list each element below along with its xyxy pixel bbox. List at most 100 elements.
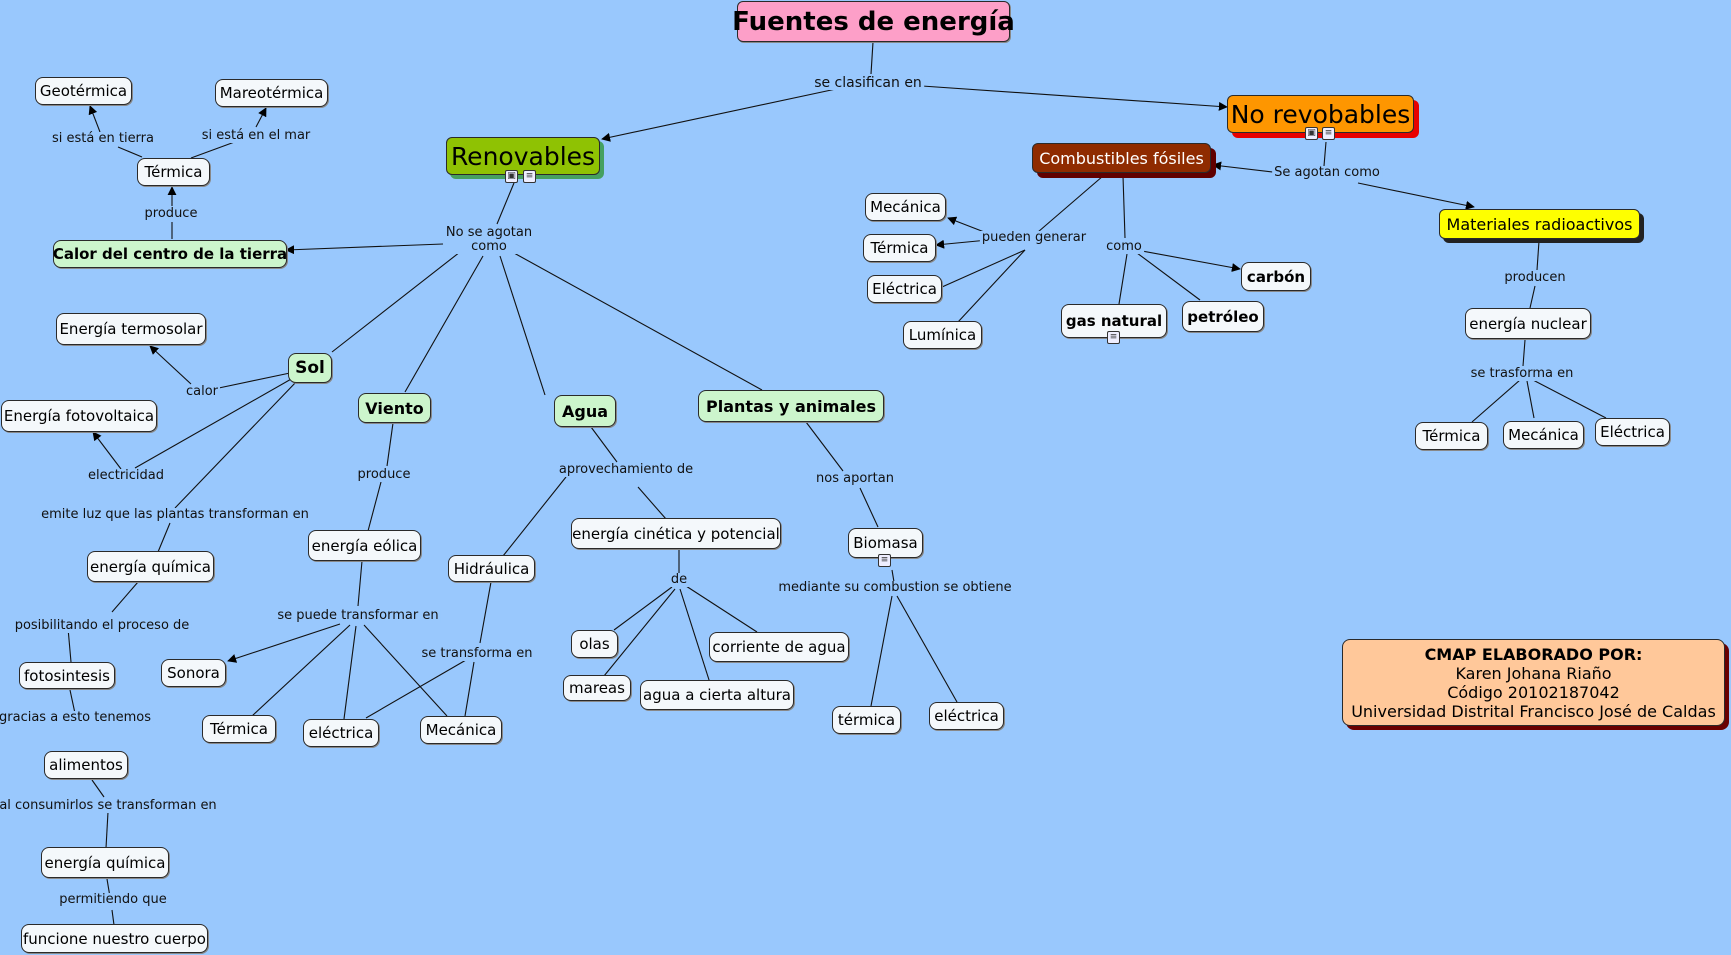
- concept-radioactivos-label: Materiales radioactivos: [1446, 214, 1633, 234]
- concept-mecanica-viento[interactable]: Mecánica: [420, 716, 502, 744]
- concept-termosolar-label: Energía termosolar: [59, 320, 203, 338]
- concept-mareas[interactable]: mareas: [563, 675, 631, 701]
- concept-root-label: Fuentes de energía: [732, 6, 1015, 37]
- concept-mecanica-fosil[interactable]: Mecánica: [865, 193, 946, 221]
- concept-mecanica-label: Mecánica: [870, 198, 941, 216]
- concept-electrica-label: Eléctrica: [872, 280, 937, 298]
- concept-mareotermica-label: Mareotérmica: [219, 84, 324, 102]
- concept-termica-nuclear[interactable]: Térmica: [1415, 422, 1488, 450]
- concept-fotovoltaica-label: Energía fotovoltaica: [3, 407, 155, 425]
- link-nos-aportan: nos aportan: [814, 471, 896, 486]
- concept-no-revobables[interactable]: No revobables: [1227, 95, 1414, 133]
- concept-geotermica[interactable]: Geotérmica: [35, 77, 132, 105]
- concept-petroleo-label: petróleo: [1187, 307, 1259, 326]
- concept-termica-label: Térmica: [210, 720, 268, 738]
- concept-electrica-biomasa[interactable]: eléctrica: [929, 702, 1004, 730]
- concept-combustibles-label: Combustibles fósiles: [1039, 148, 1204, 168]
- concept-electrica-fosil[interactable]: Eléctrica: [867, 275, 942, 303]
- concept-alimentos[interactable]: alimentos: [44, 751, 128, 779]
- concept-funcione-label: funcione nuestro cuerpo: [23, 929, 206, 948]
- concept-energia-cinetica[interactable]: energía cinética y potencial: [571, 518, 781, 549]
- link-se-transforma: se transforma en: [419, 646, 535, 661]
- concept-sonora-label: Sonora: [167, 664, 220, 682]
- concept-termica-tierra[interactable]: Térmica: [137, 158, 210, 186]
- concept-termica-label: térmica: [837, 711, 896, 729]
- document-resource-icon[interactable]: ≡: [1322, 127, 1335, 140]
- concept-renovables[interactable]: Renovables: [446, 137, 600, 175]
- document-resource-icon[interactable]: ≡: [523, 170, 536, 183]
- concept-plantas-animales[interactable]: Plantas y animales: [698, 390, 884, 422]
- image-resource-icon[interactable]: ▣: [1305, 127, 1318, 140]
- concept-nuclear-label: energía nuclear: [1469, 314, 1587, 333]
- concept-energia-quimica-2[interactable]: energía química: [41, 847, 169, 878]
- concept-funcione-cuerpo[interactable]: funcione nuestro cuerpo: [21, 924, 208, 953]
- concept-mareas-label: mareas: [569, 679, 625, 697]
- concept-electrica-viento[interactable]: eléctrica: [303, 719, 379, 747]
- document-resource-icon[interactable]: ≡: [878, 554, 891, 567]
- concept-energia-eolica[interactable]: energía eólica: [308, 530, 421, 561]
- concept-olas[interactable]: olas: [571, 630, 618, 658]
- concept-corriente-label: corriente de agua: [712, 638, 846, 656]
- concept-termica-label: Térmica: [144, 163, 203, 181]
- link-produce-viento: produce: [355, 467, 413, 482]
- link-de: de: [668, 572, 690, 587]
- concept-agua[interactable]: Agua: [554, 395, 616, 427]
- concept-gas-natural-label: gas natural: [1065, 312, 1163, 330]
- link-como: como: [1104, 239, 1144, 254]
- concept-calor-centro-tierra[interactable]: Calor del centro de la tierra: [53, 240, 287, 268]
- concept-energia-quimica-1[interactable]: energía química: [87, 551, 214, 582]
- link-emite-luz: emite luz que las plantas transforman en: [39, 507, 311, 522]
- concept-hidraulica-label: Hidráulica: [453, 559, 530, 578]
- concept-root[interactable]: Fuentes de energía: [732, 1, 1015, 42]
- link-se-agotan: Se agotan como: [1272, 165, 1382, 180]
- document-resource-icon[interactable]: ≡: [1107, 331, 1120, 344]
- concept-olas-label: olas: [579, 635, 610, 653]
- concept-agua-altura-label: agua a cierta altura: [643, 686, 791, 704]
- link-calor: calor: [183, 384, 221, 399]
- concept-biomasa[interactable]: Biomasa: [848, 528, 923, 558]
- concept-termica-viento[interactable]: Térmica: [202, 715, 276, 743]
- link-producen: producen: [1502, 270, 1568, 285]
- credits-heading: CMAP ELABORADO POR:: [1424, 644, 1643, 664]
- concept-fotosintesis-label: fotosintesis: [24, 666, 110, 685]
- link-pueden-generar: pueden generar: [979, 230, 1089, 245]
- concept-agua-cierta-altura[interactable]: agua a cierta altura: [640, 680, 794, 710]
- credits-author: Karen Johana Riaño: [1455, 663, 1612, 683]
- concept-electrica-nuclear[interactable]: Eléctrica: [1595, 418, 1670, 446]
- concept-petroleo[interactable]: petróleo: [1182, 301, 1264, 332]
- concept-termica-fosil[interactable]: Térmica: [863, 234, 936, 262]
- concept-termica-biomasa[interactable]: térmica: [832, 706, 901, 734]
- link-se-clasifican: se clasifican en: [812, 75, 924, 91]
- concept-energia-fotovoltaica[interactable]: Energía fotovoltaica: [1, 400, 157, 432]
- concept-carbon[interactable]: carbón: [1241, 262, 1311, 291]
- concept-corriente-agua[interactable]: corriente de agua: [709, 632, 849, 662]
- link-mediante: mediante su combustion se obtiene: [776, 580, 1014, 595]
- link-si-tierra: si está en tierra: [50, 131, 156, 146]
- concept-energia-nuclear[interactable]: energía nuclear: [1465, 308, 1591, 339]
- concept-energia-termosolar[interactable]: Energía termosolar: [56, 313, 206, 345]
- concept-termica-label: Térmica: [870, 239, 929, 257]
- concept-luminica[interactable]: Lumínica: [903, 321, 982, 349]
- concept-viento[interactable]: Viento: [358, 393, 431, 423]
- concept-combustibles-fosiles[interactable]: Combustibles fósiles: [1032, 143, 1211, 173]
- concept-sonora[interactable]: Sonora: [161, 659, 226, 687]
- concept-eolica-label: energía eólica: [311, 536, 418, 555]
- concept-materiales-radioactivos[interactable]: Materiales radioactivos: [1439, 209, 1640, 239]
- concept-mecanica-nuclear[interactable]: Mecánica: [1503, 421, 1584, 449]
- image-resource-icon[interactable]: ▣: [505, 170, 518, 183]
- concept-biomasa-label: Biomasa: [853, 534, 918, 552]
- concept-hidraulica[interactable]: Hidráulica: [448, 555, 535, 582]
- concept-no-revobables-label: No revobables: [1230, 99, 1411, 129]
- link-si-mar: si está en el mar: [199, 128, 313, 143]
- concept-mareotermica[interactable]: Mareotérmica: [215, 79, 328, 107]
- concept-electrica-label: Eléctrica: [1600, 423, 1665, 441]
- concept-luminica-label: Lumínica: [908, 326, 977, 344]
- concept-renovables-label: Renovables: [450, 141, 596, 171]
- link-no-se-agotan-line1: No se agotan: [445, 225, 533, 240]
- concept-alimentos-label: alimentos: [49, 756, 123, 774]
- link-aprovechamiento: aprovechamiento de: [556, 462, 696, 477]
- credits-university: Universidad Distrital Francisco José de …: [1351, 701, 1716, 721]
- concept-fotosintesis[interactable]: fotosintesis: [19, 662, 115, 689]
- concept-sol[interactable]: Sol: [288, 353, 332, 383]
